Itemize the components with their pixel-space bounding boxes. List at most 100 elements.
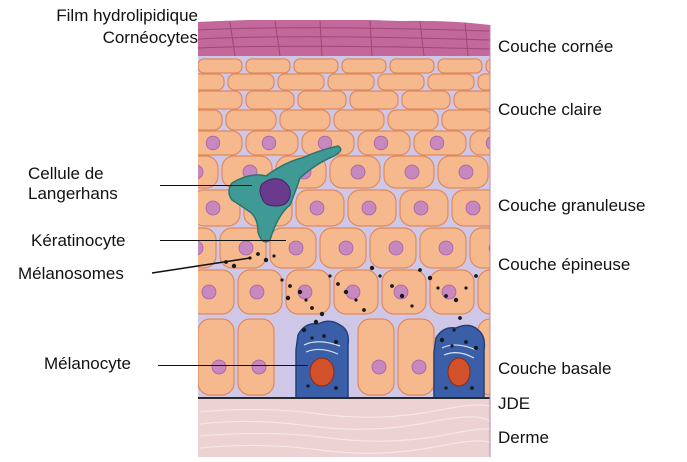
melanosome	[232, 264, 236, 268]
nucleus	[490, 285, 504, 299]
nucleus	[466, 201, 480, 215]
melanosome	[310, 336, 313, 339]
nucleus	[202, 285, 216, 299]
label-langerhans: Langerhans	[28, 184, 118, 204]
melanosome	[264, 258, 268, 262]
keratinocyte	[298, 91, 346, 109]
keratinocyte	[470, 131, 522, 155]
keratinocyte	[246, 59, 290, 73]
label-couche-cornee: Couche cornée	[498, 37, 613, 57]
nucleus	[439, 241, 453, 255]
melanosome	[458, 316, 462, 320]
nucleus	[430, 136, 444, 150]
nucleus	[262, 136, 276, 150]
nucleus	[189, 241, 203, 255]
keratinocyte	[398, 319, 434, 395]
melanosome	[280, 278, 283, 281]
nucleus	[486, 136, 500, 150]
melanosome	[272, 254, 275, 257]
melanosome	[418, 268, 422, 272]
label-couche-epineuse: Couche épineuse	[498, 255, 630, 275]
keratinocyte	[428, 74, 474, 90]
nucleus	[372, 360, 386, 374]
nucleus	[442, 285, 456, 299]
nucleus	[189, 165, 203, 179]
nucleus	[389, 241, 403, 255]
melanosome	[444, 386, 447, 389]
dermis-layer	[198, 398, 490, 457]
keratinocyte	[388, 110, 438, 130]
keratinocyte	[442, 110, 492, 130]
melanosome	[224, 260, 228, 264]
melanosome	[474, 274, 478, 278]
nucleus	[206, 136, 220, 150]
keratinocyte	[228, 74, 274, 90]
melanosome	[256, 252, 260, 256]
melanosome	[378, 274, 381, 277]
nucleus	[489, 241, 503, 255]
nucleus	[459, 165, 473, 179]
melanosome	[464, 340, 468, 344]
keratinocyte	[278, 74, 324, 90]
melanosome	[470, 386, 474, 390]
nucleus	[212, 360, 226, 374]
melanosome	[304, 298, 307, 301]
keratinocyte	[378, 74, 424, 90]
melanosome	[328, 274, 331, 277]
melanosome	[320, 312, 324, 316]
melanosome	[306, 384, 309, 387]
label-couche-granuleuse: Couche granuleuse	[498, 196, 645, 216]
melanosome	[400, 294, 404, 298]
nucleus	[351, 165, 365, 179]
melanosome	[302, 328, 306, 332]
nucleus	[250, 285, 264, 299]
melanosome	[288, 284, 292, 288]
keratinocyte	[402, 91, 450, 109]
melanosome	[286, 296, 290, 300]
melanosome	[344, 290, 348, 294]
keratinocyte	[438, 59, 482, 73]
label-film-hydrolipidique: Film hydrolipidique	[12, 6, 198, 26]
melanosome	[474, 346, 478, 350]
melanocyte-cell-1	[296, 321, 348, 398]
melanosome	[454, 298, 458, 302]
keratinocyte	[238, 319, 274, 395]
keratinocyte	[478, 74, 524, 90]
label-cellule-de: Cellule de	[28, 164, 104, 184]
melanosome	[314, 320, 318, 324]
leader-line-keratinocyte	[160, 240, 286, 241]
label-melanosomes: Mélanosomes	[18, 264, 124, 284]
melanosome	[370, 266, 374, 270]
melanosome	[322, 334, 326, 338]
melanosome	[336, 282, 340, 286]
melanosome	[436, 286, 439, 289]
nucleus	[339, 241, 353, 255]
melanosome	[444, 294, 448, 298]
keratinocyte	[454, 91, 502, 109]
melanosome	[310, 306, 314, 310]
keratinocyte	[246, 91, 294, 109]
keratinocyte	[198, 59, 242, 73]
keratinocyte	[328, 74, 374, 90]
stratum-corneum-layer	[198, 20, 490, 56]
melanosome	[410, 304, 413, 307]
nucleus	[289, 241, 303, 255]
langerhans-nucleus	[260, 179, 290, 206]
label-couche-claire: Couche claire	[498, 100, 602, 120]
keratinocyte	[350, 91, 398, 109]
keratinocyte	[198, 319, 234, 395]
melanosome	[452, 328, 455, 331]
keratinocyte	[178, 74, 224, 90]
melanosome	[354, 298, 357, 301]
leader-line-melanocyte	[158, 365, 308, 366]
keratinocyte	[194, 91, 242, 109]
label-jde: JDE	[498, 394, 530, 414]
melanosome	[298, 290, 302, 294]
keratinocyte	[342, 59, 386, 73]
keratinocyte	[226, 110, 276, 130]
keratinocyte	[170, 228, 216, 268]
melanosome	[334, 386, 338, 390]
melanosome	[362, 308, 366, 312]
nucleus	[414, 201, 428, 215]
